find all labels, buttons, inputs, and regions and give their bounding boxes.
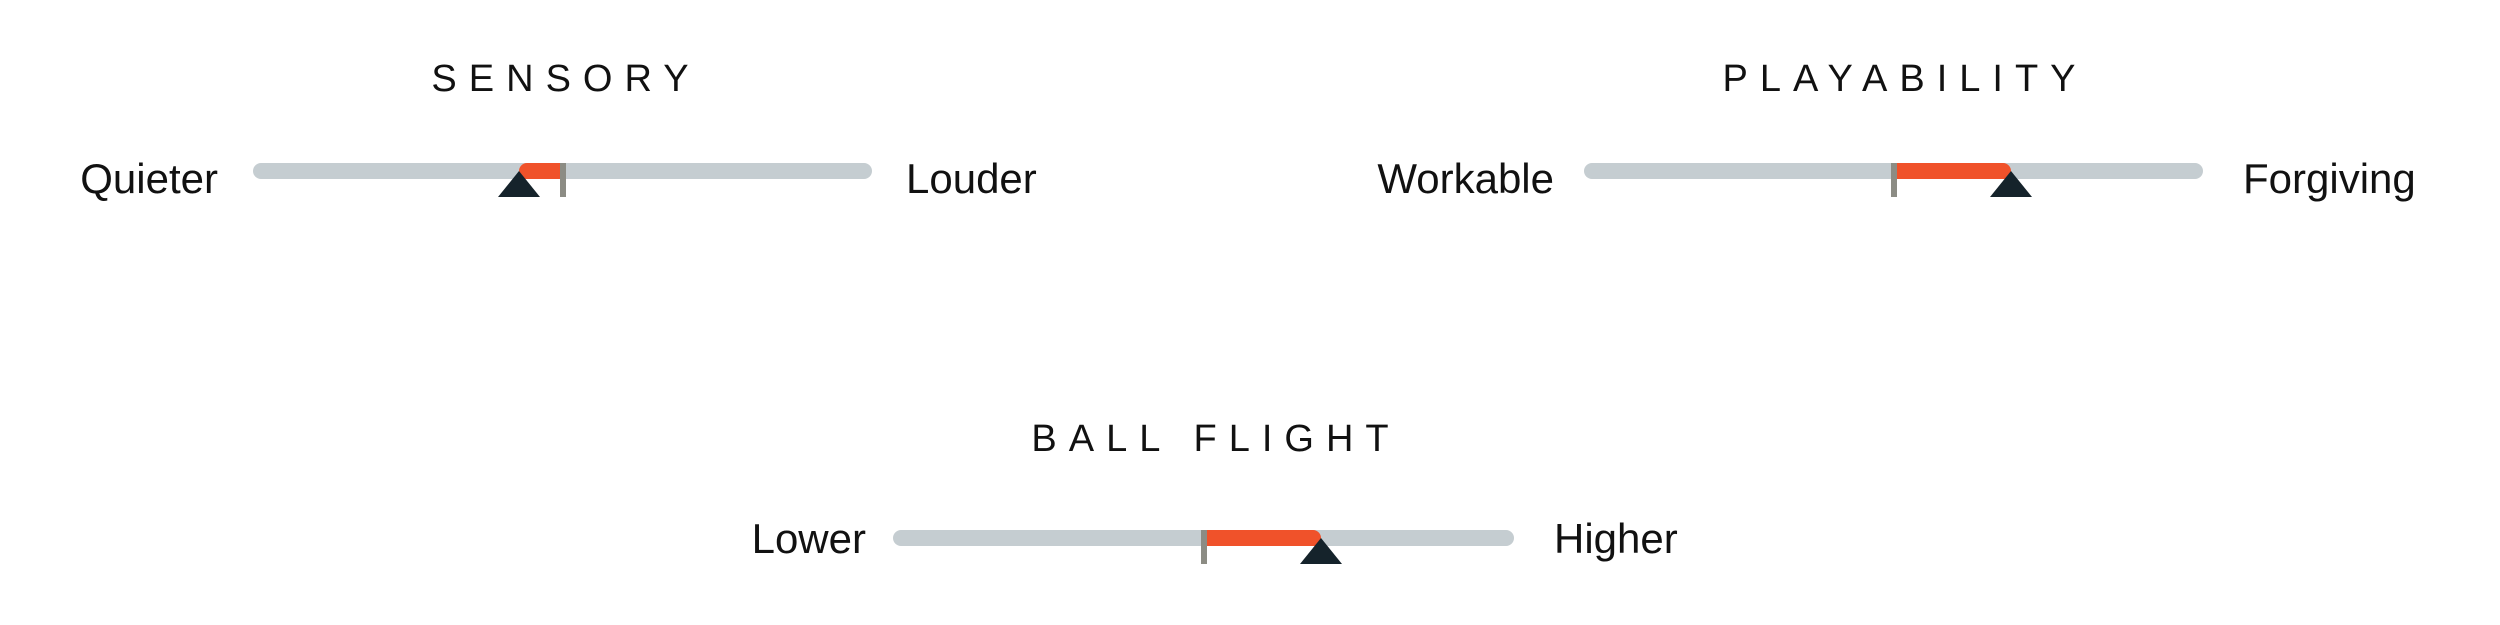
scale-track xyxy=(893,530,1514,564)
scale-title: PLAYABILITY xyxy=(1722,58,2088,100)
baseline-tick xyxy=(559,163,566,197)
scale-title: BALL FLIGHT xyxy=(1031,418,1401,460)
left-label: Workable xyxy=(1377,155,1554,202)
right-label: Higher xyxy=(1554,515,1678,562)
baseline-tick xyxy=(1890,163,1897,197)
value-marker-icon xyxy=(1300,538,1343,564)
value-marker-icon xyxy=(1990,171,2033,197)
value-marker-icon xyxy=(498,171,541,197)
scale-track xyxy=(253,163,872,197)
right-label: Forgiving xyxy=(2243,155,2416,202)
right-label: Louder xyxy=(906,155,1037,202)
left-label: Quieter xyxy=(80,155,218,202)
left-label: Lower xyxy=(751,515,866,562)
value-fill xyxy=(1893,163,2012,179)
baseline-tick xyxy=(1200,530,1207,564)
value-fill xyxy=(1203,530,1322,546)
scale-track xyxy=(1584,163,2203,197)
scale-title: SENSORY xyxy=(431,58,701,100)
